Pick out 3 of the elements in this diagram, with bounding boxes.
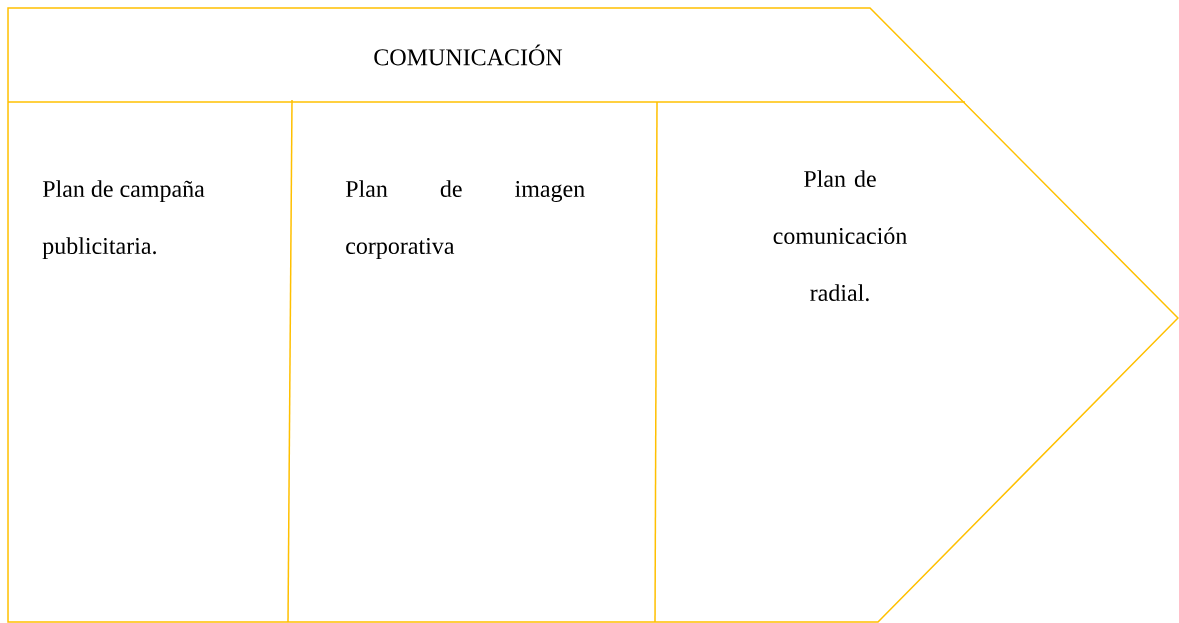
- cell-text: Plan de comunicación radial.: [773, 170, 907, 302]
- cell-text: Plan de imagen corporativa: [345, 180, 585, 259]
- cell-text: Plan de campaña publicitaria.: [42, 180, 205, 259]
